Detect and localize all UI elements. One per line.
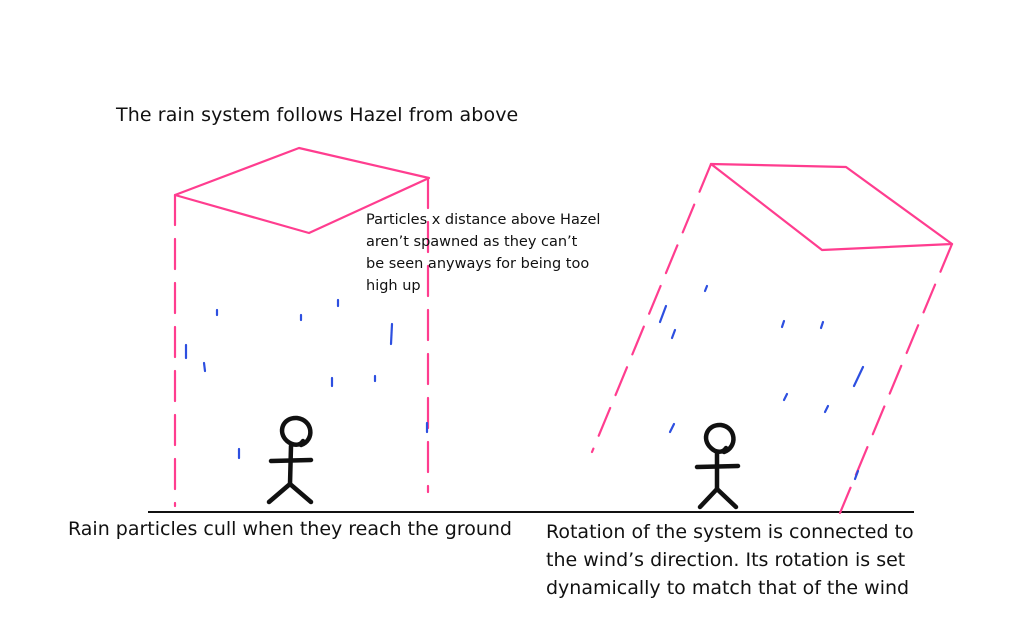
stick-figure-right <box>694 422 741 510</box>
raindrop <box>853 469 860 481</box>
figure-arms <box>694 463 741 470</box>
raindrop <box>703 284 709 293</box>
raindrop <box>782 392 789 402</box>
figure-head <box>703 422 736 455</box>
figure-right-leg <box>714 486 739 510</box>
upright-rain-volume <box>173 146 431 508</box>
raindrop <box>668 422 676 434</box>
volume-edge-right <box>838 242 954 515</box>
raindrop <box>819 320 825 330</box>
stick-figure-left <box>266 415 314 505</box>
raindrop <box>780 319 786 329</box>
raindrop <box>823 404 830 414</box>
volume-top-face <box>709 162 954 252</box>
rotation-caption: Rotation of the system is connected to t… <box>546 521 914 599</box>
figure-left-leg <box>697 486 720 510</box>
raindrop <box>202 361 207 373</box>
culling-caption: Rain particles cull when they reach the … <box>68 518 512 540</box>
right-rain-particles <box>658 284 865 481</box>
tilted-rain-volume <box>590 162 954 515</box>
spawn-height-note: Particles x distance above Hazel aren’t … <box>366 212 601 294</box>
figure-body <box>287 443 294 487</box>
figure-right-leg <box>287 481 314 505</box>
raindrop <box>389 322 394 346</box>
volume-edge-left <box>590 162 713 454</box>
figure-arms <box>268 457 314 464</box>
left-rain-particles <box>184 298 429 460</box>
raindrop <box>670 328 677 340</box>
raindrop <box>658 304 668 324</box>
figure-left-leg <box>266 481 293 505</box>
raindrop <box>852 365 865 388</box>
diagram-title: The rain system follows Hazel from above <box>116 104 519 126</box>
figure-head <box>279 415 313 448</box>
